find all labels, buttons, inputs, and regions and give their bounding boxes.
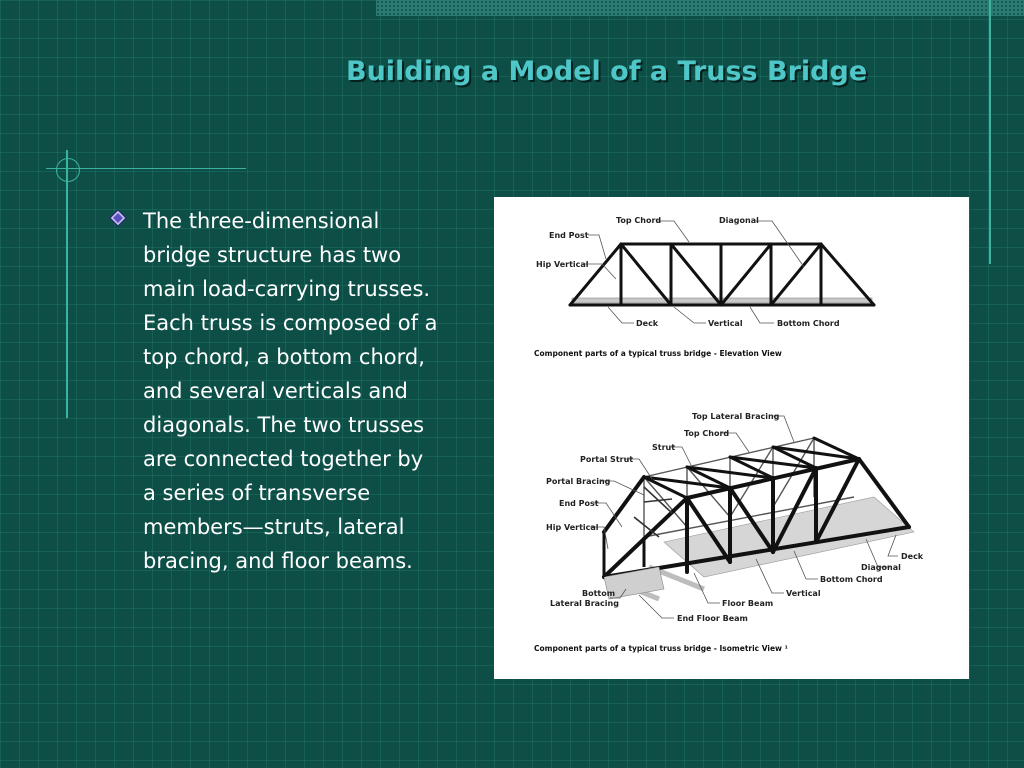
left-horizontal-rule	[46, 168, 246, 169]
label-iso-top-chord: Top Chord	[684, 429, 729, 438]
label-hip-vertical: Hip Vertical	[536, 260, 589, 269]
top-decorative-band	[376, 0, 1024, 16]
label-iso-diagonal: Diagonal	[861, 563, 901, 572]
isometric-top-bracing	[642, 436, 861, 500]
crosshair-ornament	[56, 158, 80, 182]
label-end-post: End Post	[549, 231, 589, 240]
label-iso-vertical: Vertical	[786, 589, 821, 598]
label-deck: Deck	[636, 319, 659, 328]
label-end-floor-beam: End Floor Beam	[677, 614, 748, 623]
left-vertical-rule	[66, 150, 68, 418]
isometric-hip-verticals	[602, 532, 646, 577]
label-vertical: Vertical	[708, 319, 743, 328]
isometric-view: Top Lateral Bracing Top Chord Strut Port…	[534, 412, 924, 653]
label-floor-beam: Floor Beam	[722, 599, 773, 608]
truss-bridge-figure: Top Chord Diagonal End Post Hip Vertical…	[494, 197, 969, 679]
label-portal-strut: Portal Strut	[580, 455, 633, 464]
bullet-item: The three-dimensional bridge structure h…	[108, 204, 438, 578]
label-diagonal: Diagonal	[719, 216, 759, 225]
label-iso-deck: Deck	[901, 552, 924, 561]
label-iso-end-post: End Post	[559, 499, 599, 508]
label-bottom-lateral-bracing-line2: Lateral Bracing	[550, 599, 619, 608]
isometric-caption: Component parts of a typical truss bridg…	[534, 644, 788, 653]
elevation-caption: Component parts of a typical truss bridg…	[534, 349, 782, 358]
isometric-portal-bracing	[633, 486, 673, 538]
label-iso-bottom-chord: Bottom Chord	[820, 575, 883, 584]
label-bottom-chord: Bottom Chord	[777, 319, 840, 328]
label-iso-hip-vertical: Hip Vertical	[546, 523, 599, 532]
isometric-end-floor-beam	[603, 566, 665, 600]
truss-diagram: Top Chord Diagonal End Post Hip Vertical…	[534, 216, 924, 653]
slide-title: Building a Model of a Truss Bridge	[346, 56, 868, 87]
label-strut: Strut	[652, 443, 675, 452]
elevation-truss	[568, 242, 876, 307]
label-top-lateral-bracing: Top Lateral Bracing	[692, 412, 780, 421]
label-top-chord: Top Chord	[616, 216, 661, 225]
right-vertical-rule	[989, 0, 991, 264]
elevation-view: Top Chord Diagonal End Post Hip Vertical…	[534, 216, 876, 358]
diamond-bullet-icon	[109, 209, 127, 227]
bullet-text: The three-dimensional bridge structure h…	[143, 209, 438, 573]
label-bottom-lateral-bracing-line1: Bottom	[582, 589, 615, 598]
label-portal-bracing: Portal Bracing	[546, 477, 611, 486]
